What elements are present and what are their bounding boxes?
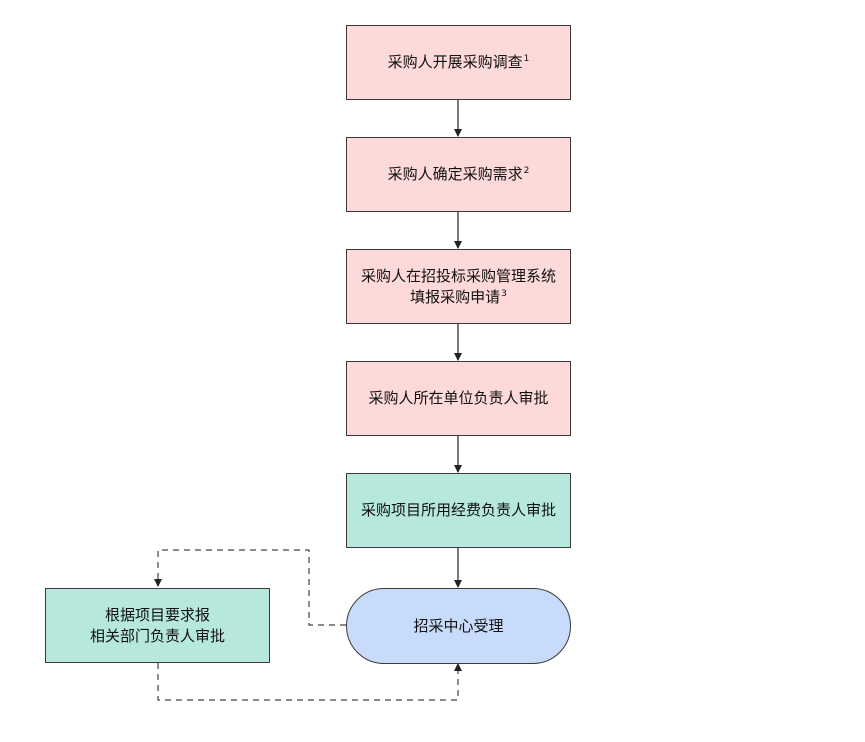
step-determine-demand: 采购人确定采购需求2 — [346, 137, 571, 212]
step-unit-head-approval: 采购人所在单位负责人审批 — [346, 361, 571, 436]
step-submit-application: 采购人在招投标采购管理系统 填报采购申请3 — [346, 249, 571, 324]
footnote-marker-3: 3 — [501, 288, 507, 299]
dashed-arrow-center-to-dept — [154, 549, 346, 626]
step-procurement-survey-label: 采购人开展采购调查1 — [387, 53, 530, 71]
footnote-marker-1: 1 — [523, 54, 530, 64]
dashed-arrow-dept-to-center — [157, 663, 462, 701]
step-submit-application-line1: 采购人在招投标采购管理系统 — [360, 266, 556, 285]
footnote-marker-2: 2 — [523, 166, 530, 176]
step-determine-demand-label: 采购人确定采购需求2 — [387, 165, 530, 183]
step-department-approval: 根据项目要求报 相关部门负责人审批 — [45, 588, 270, 663]
step-funds-head-approval-label: 采购项目所用经费负责人审批 — [360, 501, 556, 519]
step-center-acceptance: 招采中心受理 — [346, 588, 571, 664]
step-department-approval-line1: 根据项目要求报 — [104, 605, 210, 624]
step-center-acceptance-label: 招采中心受理 — [413, 616, 504, 635]
step-submit-application-line2: 填报采购申请3 — [410, 287, 507, 306]
step-procurement-survey: 采购人开展采购调查1 — [346, 25, 571, 100]
step-funds-head-approval: 采购项目所用经费负责人审批 — [346, 473, 571, 548]
step-unit-head-approval-label: 采购人所在单位负责人审批 — [368, 389, 549, 407]
step-department-approval-line2: 相关部门负责人审批 — [89, 626, 225, 645]
